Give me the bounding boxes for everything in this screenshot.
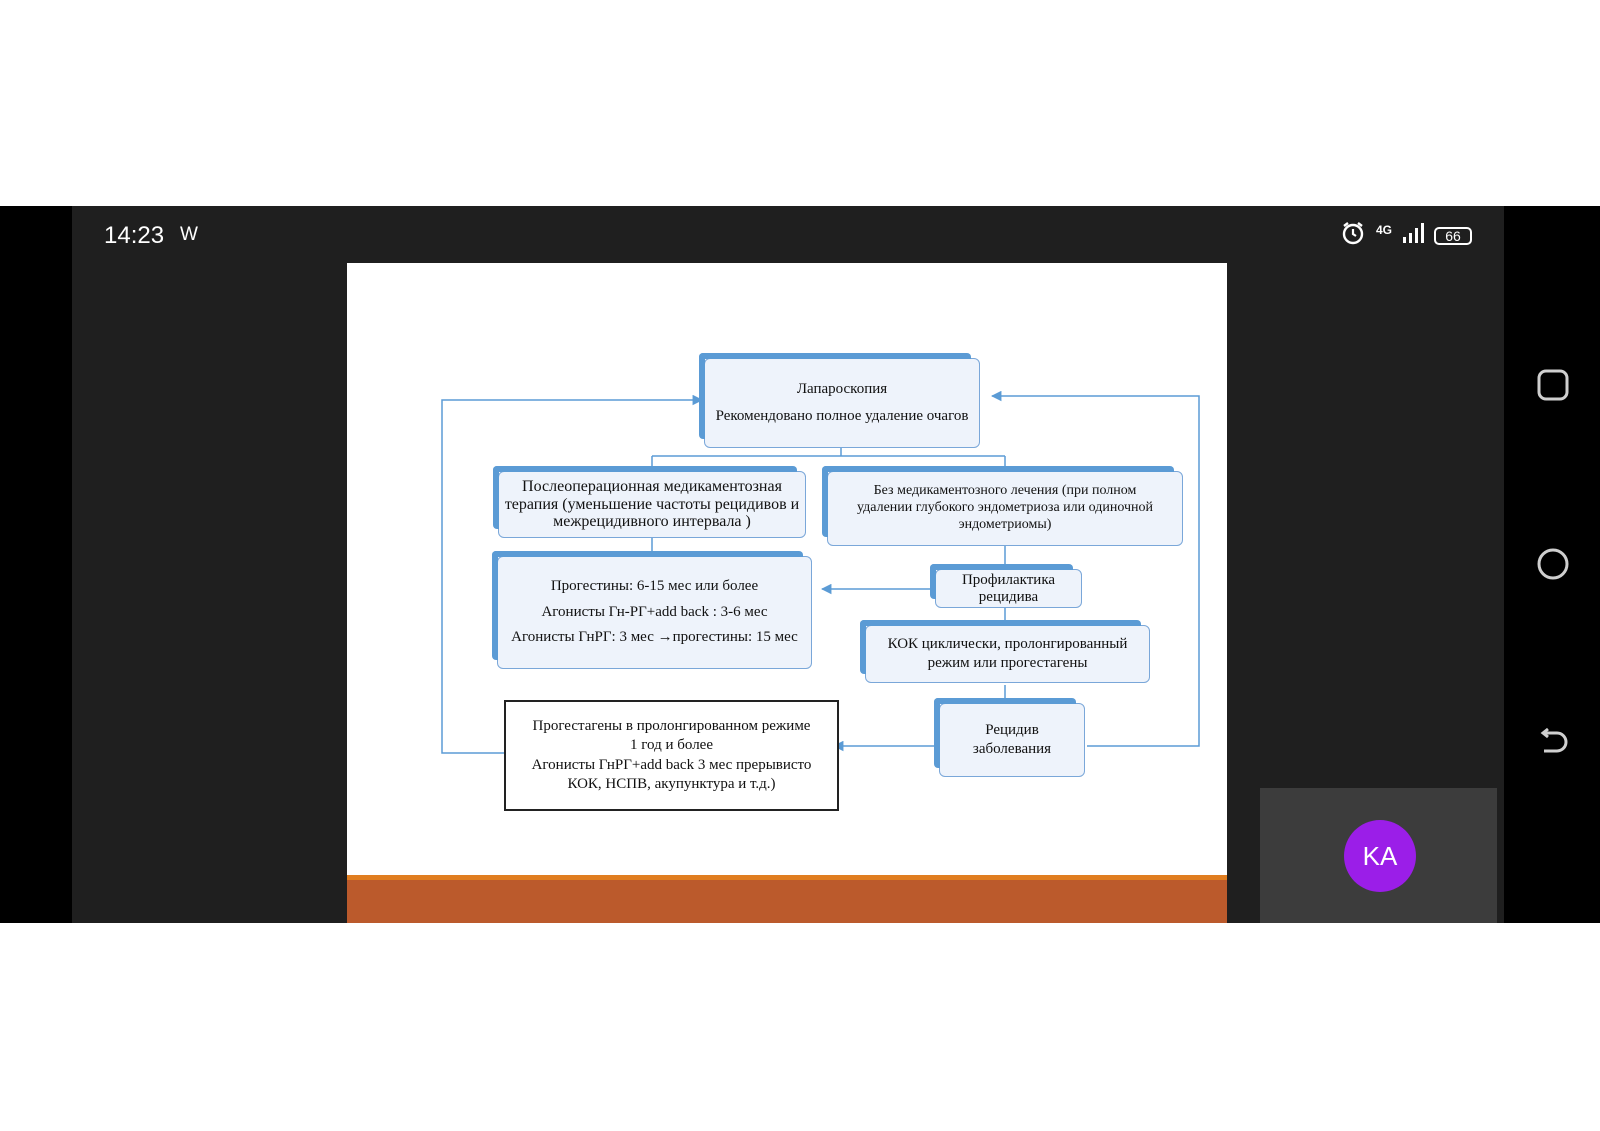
kok-box: КОК циклически, пролонгированный режим и… (860, 620, 1150, 683)
kok-line-2: режим или прогестагены (927, 655, 1088, 671)
postop-line-2: терапия (уменьшение частоты рецидивов и (504, 495, 800, 513)
prolonged-line-4: КОК, НСПВ, акупунктура и т.д.) (567, 776, 776, 792)
home-button[interactable] (1536, 547, 1570, 581)
postop-therapy-box: Послеоперационная медикаментозная терапи… (493, 466, 806, 538)
progestins-line-1: Прогестины: 6-15 мес или более (550, 578, 759, 595)
prolonged-line-2: 1 год и более (630, 737, 713, 753)
prevention-line-2: рецидива (978, 588, 1039, 605)
laparoscopy-title: Лапароскопия (796, 381, 888, 398)
laparoscopy-box: Лапароскопия Рекомендовано полное удален… (699, 353, 980, 448)
prevention-line-1: Профилактика (961, 572, 1056, 588)
circle-icon (1537, 548, 1569, 580)
square-icon (1537, 369, 1569, 401)
no-medication-box: Без медикаментозного лечения (при полном… (822, 466, 1183, 546)
presentation-slide: Лапароскопия Рекомендовано полное удален… (347, 263, 1227, 923)
postop-line-3: межрецидивного интервала ) (553, 513, 751, 531)
relapse-box: Рецидив заболевания (934, 698, 1085, 777)
prolonged-line-3: Агонисты ГнРГ+add back 3 мес прерывисто (531, 756, 812, 773)
alarm-icon (1340, 220, 1366, 251)
flow-connectors (441, 390, 1200, 754)
status-time: 14:23 (104, 222, 165, 249)
progestins-line-3: Агонисты ГнРГ: 3 мес →прогестины: 15 мес (511, 629, 798, 646)
battery-indicator: 66 (1434, 226, 1472, 245)
call-content: 14:23 W 4G 66 (72, 206, 1504, 923)
back-arrow-icon (1540, 727, 1568, 753)
nomed-line-1: Без медикаментозного лечения (при полном (873, 483, 1137, 499)
recent-apps-button[interactable] (1536, 368, 1570, 402)
relapse-line-2: заболевания (972, 741, 1052, 757)
slide-footer-bar (347, 875, 1227, 923)
prolonged-progestagens-box: Прогестагены в пролонгированном режиме 1… (504, 700, 839, 811)
nomed-line-2: удалении глубокого эндометриоза или один… (857, 500, 1153, 516)
progestins-line-2: Агонисты Гн-РГ+add back : 3-6 мес (541, 603, 768, 620)
status-icons: 4G 66 (1340, 220, 1472, 251)
screen-area: 14:23 W 4G 66 (0, 206, 1600, 923)
postop-line-1: Послеоперационная медикаментозная (522, 478, 782, 496)
relapse-line-1: Рецидив (985, 721, 1039, 738)
participant-initials: KA (1362, 840, 1398, 871)
prolonged-line-1: Прогестагены в пролонгированном режиме (532, 717, 811, 734)
network-type: 4G (1375, 222, 1392, 237)
laparoscopy-recommendation: Рекомендовано полное удаление очагов (715, 408, 969, 424)
progestins-box: Прогестины: 6-15 мес или более Агонисты … (492, 551, 812, 669)
relapse-prevention-box: Профилактика рецидива (930, 564, 1082, 608)
participant-avatar[interactable]: KA (1344, 820, 1416, 892)
nomed-line-3: эндометриомы) (958, 516, 1052, 532)
kok-line-1: КОК циклически, пролонгированный (887, 636, 1128, 653)
battery-level: 66 (1445, 227, 1461, 244)
app-indicator: W (180, 224, 198, 245)
participant-tile[interactable]: KA (1260, 788, 1497, 923)
signal-icon (1402, 222, 1424, 249)
back-button[interactable] (1536, 727, 1570, 761)
